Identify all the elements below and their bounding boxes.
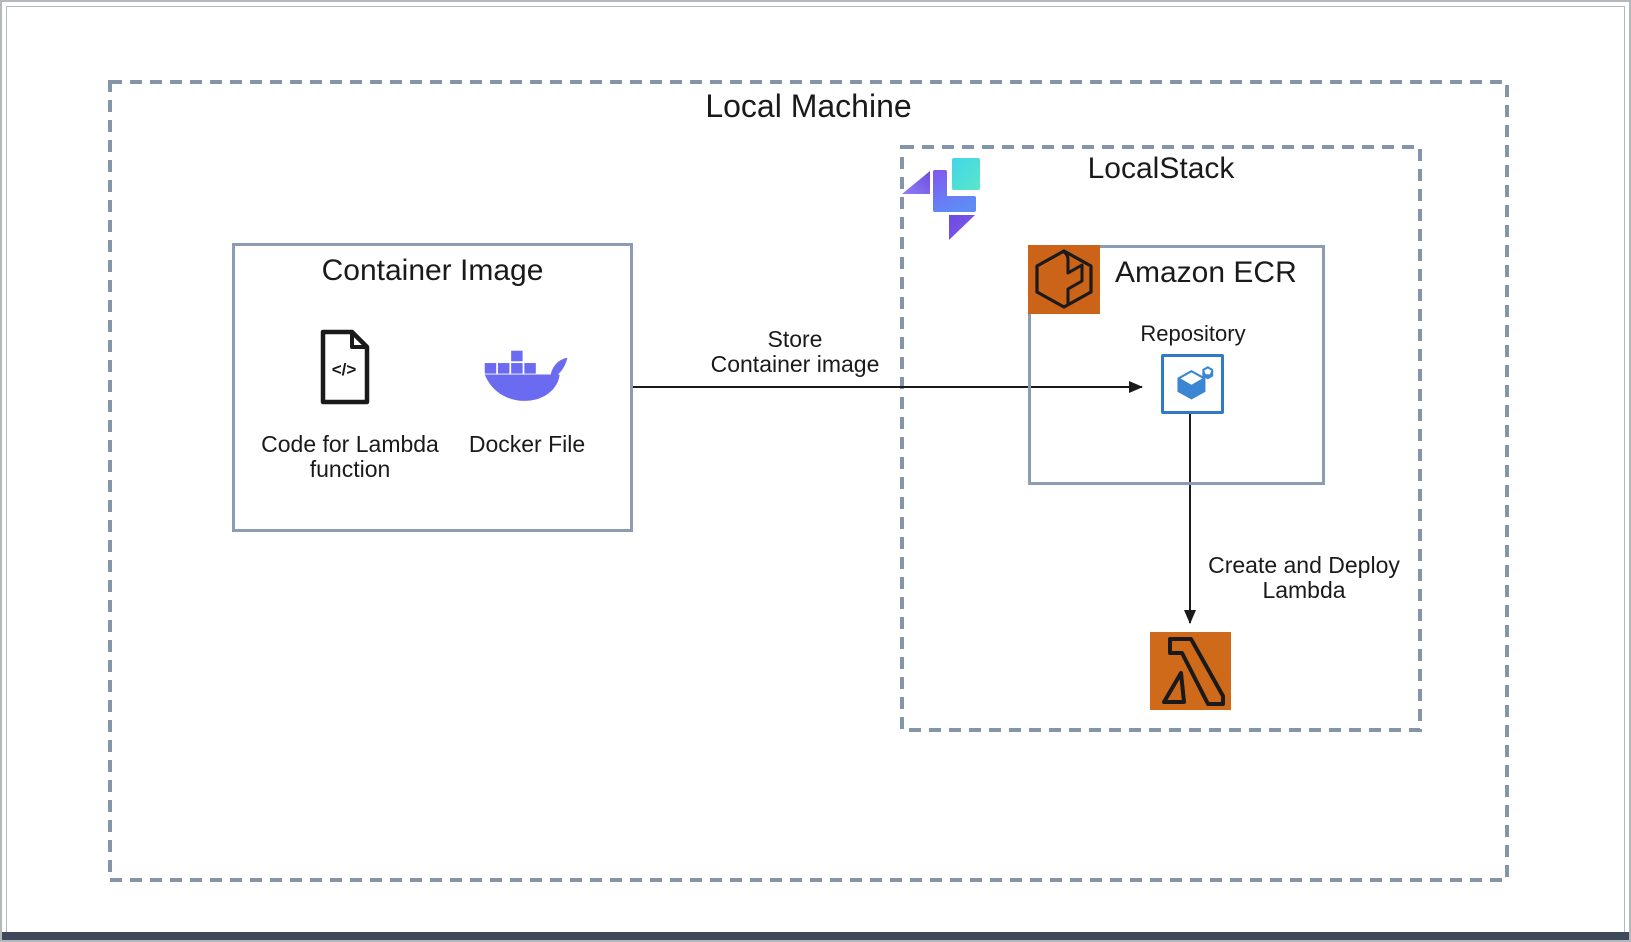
docker-file-label: Docker File: [468, 431, 586, 457]
docker-icon: [484, 350, 568, 401]
code-file-icon: </>: [320, 329, 370, 405]
container-image-title: Container Image: [321, 254, 544, 287]
repository-label: Repository: [1140, 321, 1246, 346]
ecr-icon: [1028, 245, 1100, 314]
amazon-ecr-box: Amazon ECR Repository: [1028, 245, 1325, 485]
local-machine-title: Local Machine: [705, 88, 912, 124]
lambda-icon: [1150, 632, 1231, 710]
amazon-ecr-title: Amazon ECR: [1115, 256, 1297, 289]
container-image-box: Container Image </> Code for Lambda func…: [232, 243, 633, 532]
ecr-repository-icon: [1161, 354, 1224, 414]
code-file-label: Code for Lambda function: [261, 431, 439, 482]
localstack-title: LocalStack: [1087, 152, 1235, 185]
store-container-image-label: Store Container image: [710, 326, 880, 377]
window-bottom-bar: [2, 932, 1629, 940]
svg-text:</>: </>: [332, 360, 357, 379]
localstack-logo: [902, 158, 980, 240]
create-deploy-lambda-label: Create and Deploy Lambda: [1208, 552, 1400, 603]
